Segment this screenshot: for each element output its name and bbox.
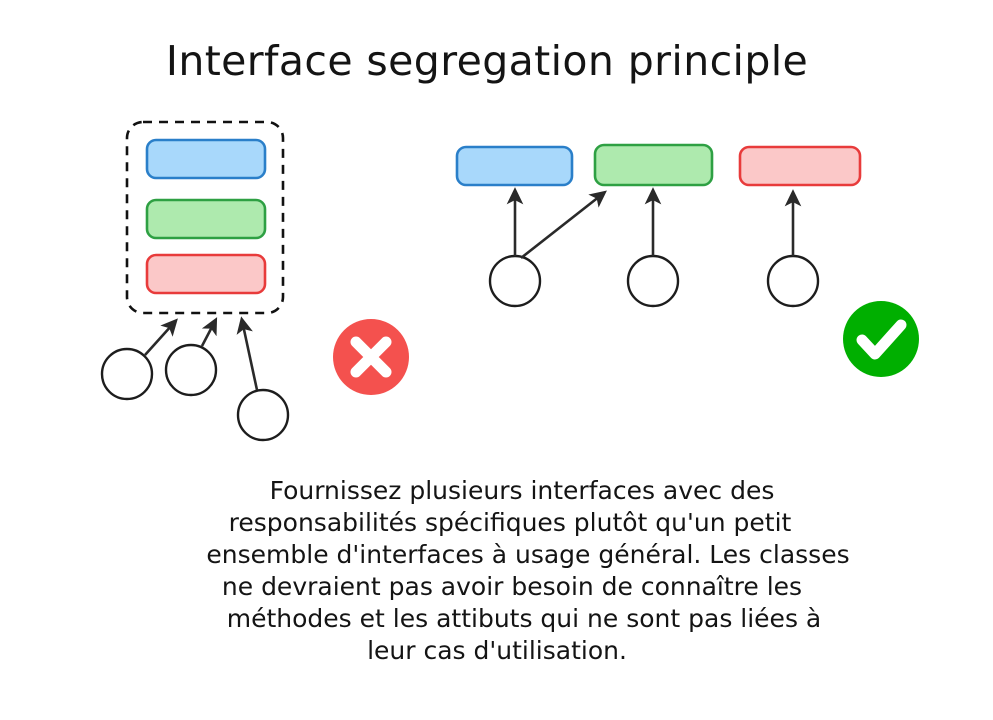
good-arrow-client1-green — [520, 190, 607, 260]
check-icon-glyph — [856, 319, 907, 360]
bad-client-1[interactable] — [100, 347, 154, 401]
description-line-2: responsabilités spécifiques plutôt qu'un… — [229, 508, 792, 537]
description-line-4: ne devraient pas avoir besoin de connaît… — [222, 572, 802, 601]
bad-client-2[interactable] — [164, 343, 218, 397]
good-pattern-example — [455, 143, 919, 377]
check-icon — [843, 301, 919, 377]
bad-arrow-client-3 — [236, 316, 259, 391]
description-line-1: Fournissez plusieurs interfaces avec des — [270, 476, 775, 505]
description-line-6: leur cas d'utilisation. — [367, 636, 627, 665]
description-line-3: ensemble d'interfaces à usage général. L… — [206, 540, 849, 569]
check-icon-circle — [843, 301, 919, 377]
good-client-2[interactable] — [626, 254, 680, 308]
bad-interface-green[interactable] — [145, 198, 267, 240]
good-interface-red[interactable] — [738, 145, 862, 187]
page-title: Interface segregation principle — [166, 37, 808, 85]
description-block: Fournissez plusieurs interfaces avec des… — [206, 476, 849, 665]
bad-arrow-client-2 — [200, 317, 218, 347]
good-client-1[interactable] — [488, 254, 542, 308]
good-interface-blue[interactable] — [455, 145, 574, 187]
bad-client-3[interactable] — [236, 388, 290, 442]
bad-interface-red[interactable] — [145, 253, 267, 295]
good-interface-green[interactable] — [593, 143, 714, 187]
cross-icon — [333, 319, 409, 395]
bad-interface-blue[interactable] — [145, 138, 267, 180]
description-line-5: méthodes et les attibuts qui ne sont pas… — [227, 604, 821, 633]
bad-arrow-client-1 — [144, 318, 178, 356]
fat-interface-group — [125, 120, 285, 315]
good-client-3[interactable] — [766, 254, 820, 308]
cross-icon-glyph — [350, 336, 392, 378]
bad-pattern-example — [100, 120, 409, 442]
